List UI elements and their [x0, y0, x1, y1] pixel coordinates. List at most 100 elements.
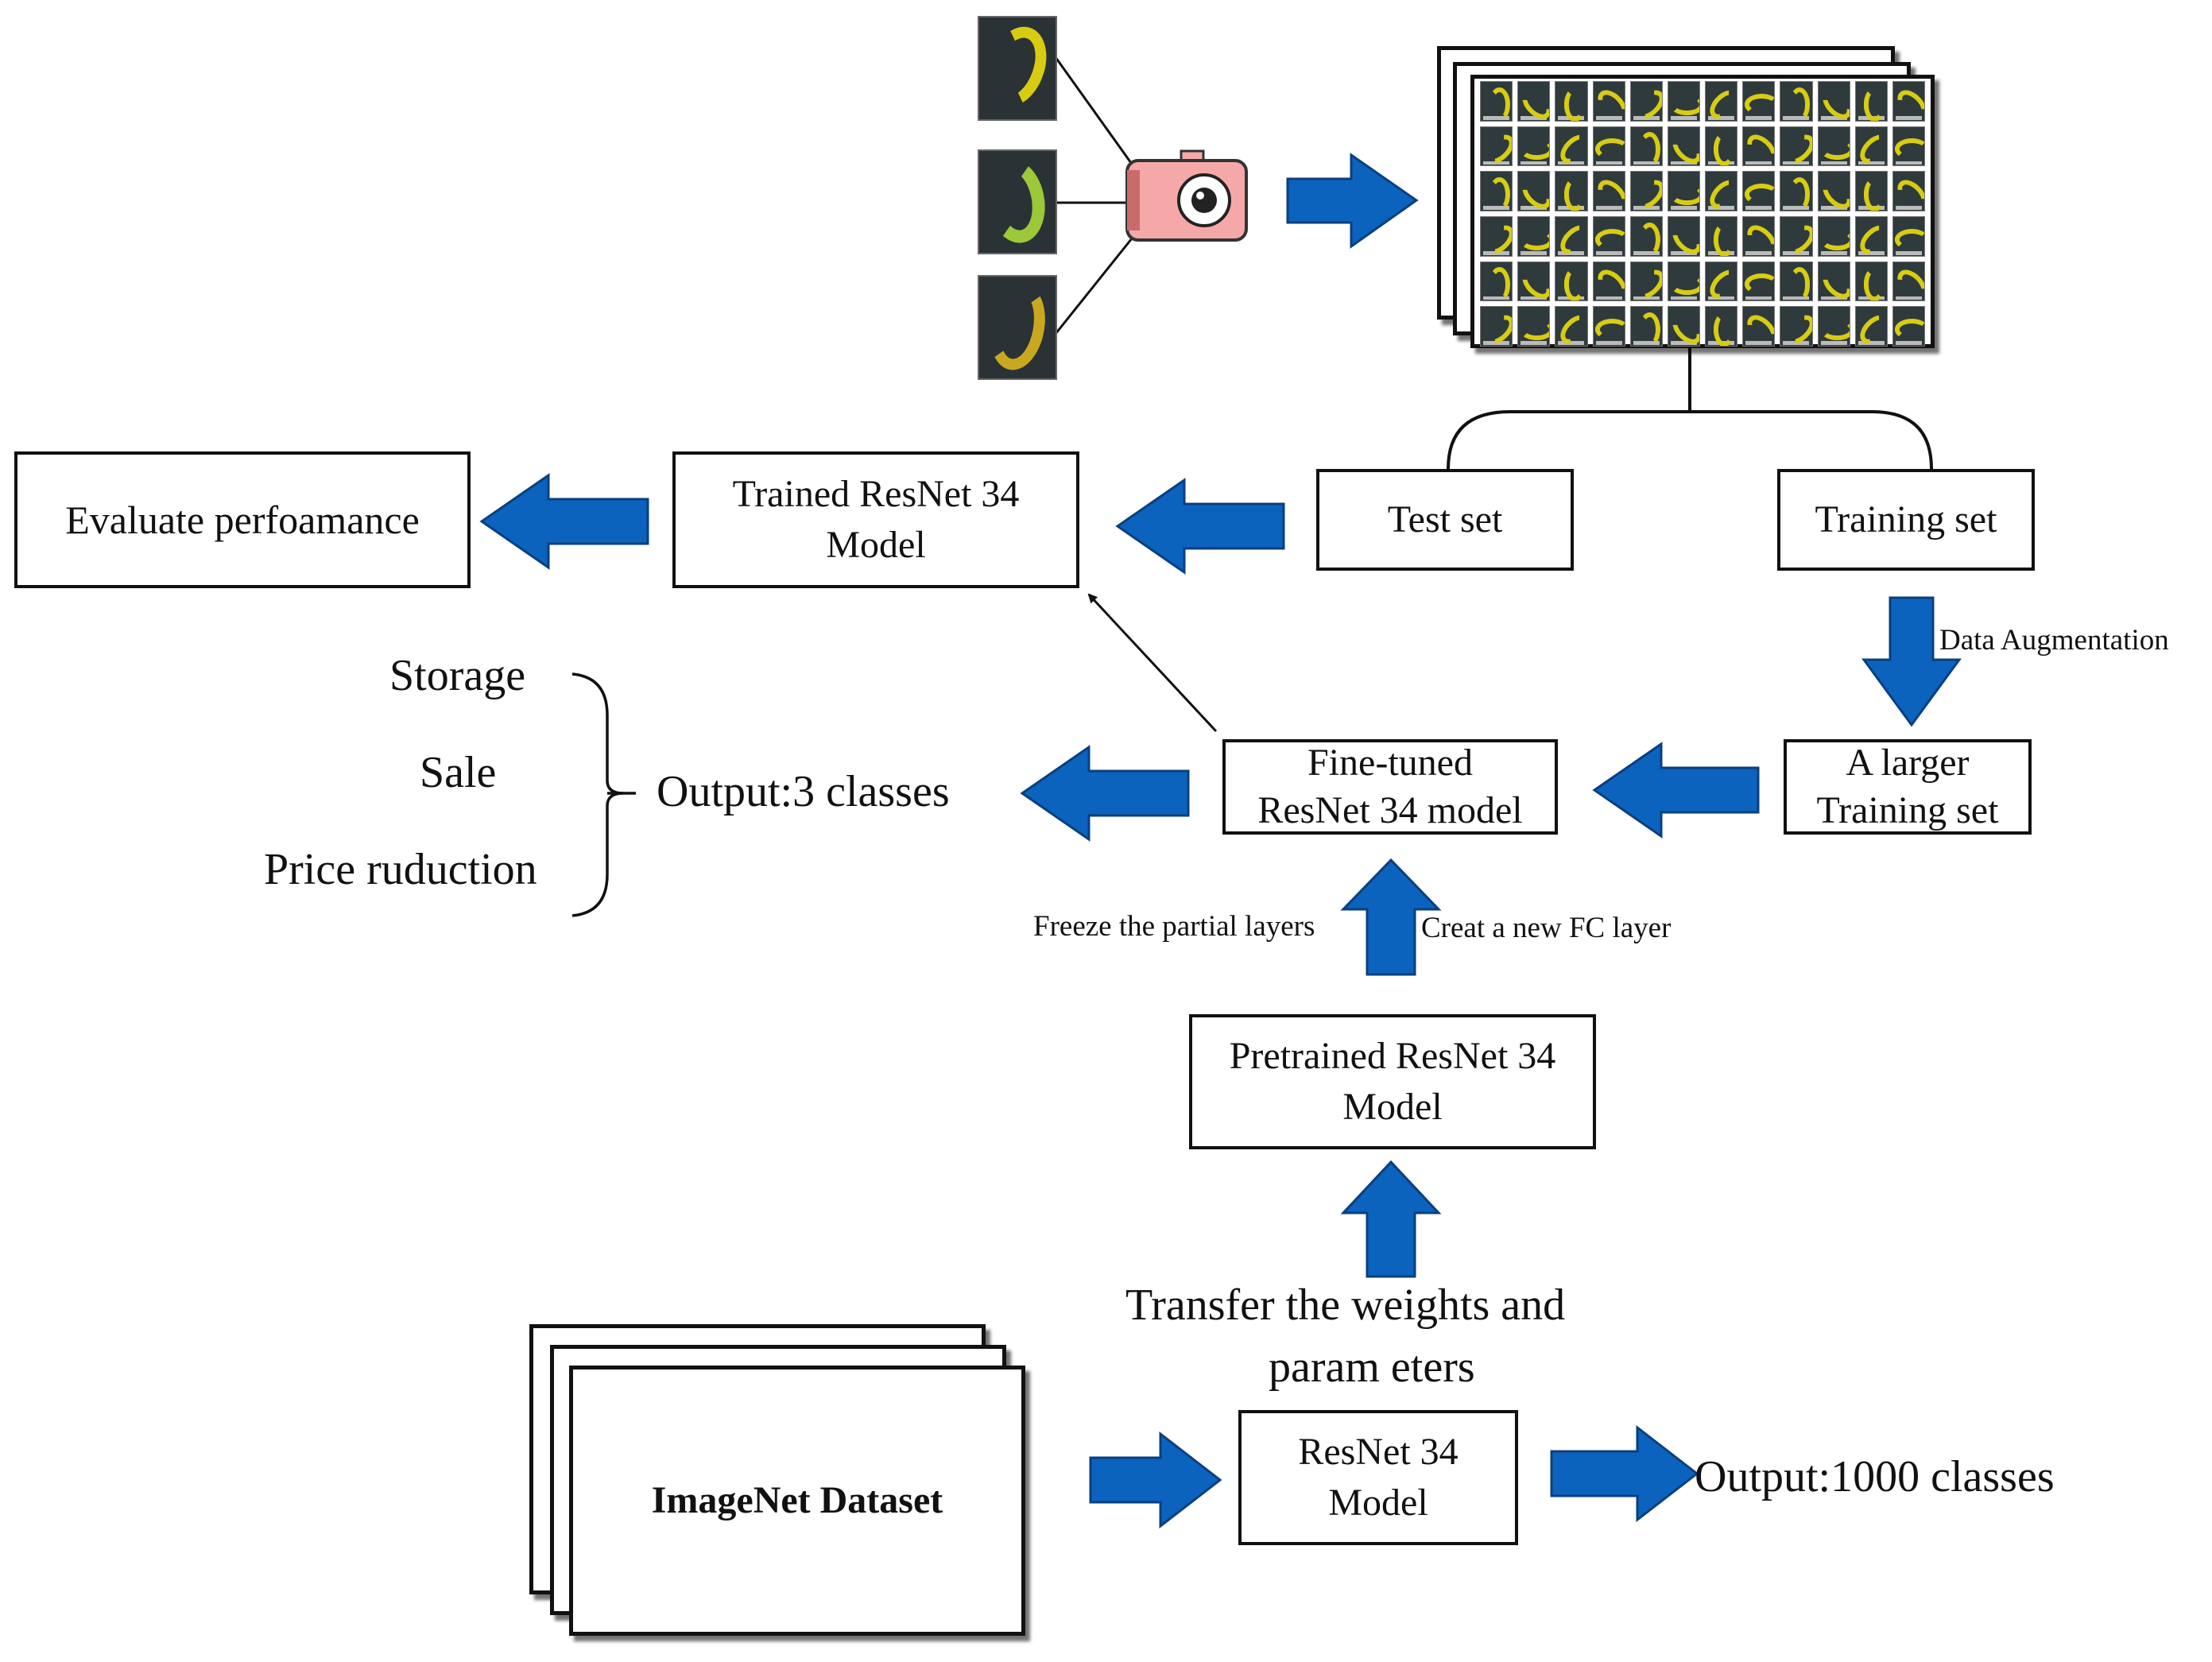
- thumbnail-caption: [1633, 206, 1660, 211]
- banana-thumbnail: [1705, 171, 1738, 211]
- banana-thumbnail: [1780, 171, 1813, 211]
- thumbnail-caption: [1521, 206, 1548, 211]
- pretrained-model-box: Pretrained ResNet 34 Model: [1189, 1014, 1596, 1149]
- thumbnail-caption: [1895, 341, 1922, 346]
- thumbnail-caption: [1595, 250, 1622, 255]
- banana-thumbnail: [1780, 216, 1813, 257]
- banana-thumbnail: [1480, 81, 1513, 122]
- thumbnail-caption: [1783, 115, 1810, 120]
- thumbnail-caption: [1858, 206, 1885, 211]
- banana-thumbnail: [1480, 171, 1513, 211]
- banana-photo-icon: [979, 18, 1056, 115]
- thumbnail-caption: [1820, 206, 1847, 211]
- banana-thumbnail: [1854, 81, 1888, 122]
- resnet-label-line2: Model: [1328, 1482, 1428, 1524]
- thumbnail-caption: [1558, 115, 1585, 120]
- thumbnail-caption: [1745, 296, 1772, 300]
- banana-photo-ripe: [978, 275, 1057, 380]
- thumbnail-caption: [1745, 341, 1772, 346]
- imagenet-dataset-box: ImageNet Dataset: [569, 1366, 1025, 1636]
- banana-thumbnail: [1667, 81, 1700, 122]
- banana-thumbnail: [1892, 261, 1925, 302]
- thumbnail-caption: [1558, 296, 1585, 300]
- banana-thumbnail: [1854, 306, 1888, 347]
- thumbnail-caption: [1783, 296, 1810, 300]
- fine-tuned-label-line2: ResNet 34 model: [1257, 789, 1523, 831]
- resnet-to-output-arrow: [1550, 1424, 1699, 1523]
- split-connector: [1447, 348, 1933, 470]
- banana-thumbnail: [1592, 306, 1625, 347]
- thumbnail-caption: [1708, 296, 1735, 300]
- resnet-label-line1: ResNet 34: [1298, 1431, 1459, 1473]
- thumbnail-caption: [1595, 296, 1622, 300]
- banana-thumbnail: [1592, 126, 1625, 167]
- thumbnail-caption: [1483, 250, 1510, 255]
- test-set-box: Test set: [1316, 469, 1574, 571]
- banana-thumbnail: [1592, 171, 1625, 211]
- thumbnail-caption: [1633, 296, 1660, 300]
- banana-thumbnail: [1780, 81, 1813, 122]
- thumbnail-caption: [1483, 341, 1510, 346]
- banana-thumbnail: [1705, 126, 1738, 167]
- banana-thumbnail: [1817, 126, 1850, 167]
- thumbnail-caption: [1483, 115, 1510, 120]
- banana-thumbnail: [1629, 216, 1663, 257]
- thumbnail-caption: [1858, 250, 1885, 255]
- banana-thumbnail: [1629, 261, 1663, 302]
- thumbnail-caption: [1483, 206, 1510, 211]
- banana-thumbnail: [1817, 171, 1850, 211]
- thumbnail-caption: [1858, 341, 1885, 346]
- thumbnail-caption: [1670, 341, 1697, 346]
- create-fc-layer-label: Creat a new FC layer: [1421, 912, 1672, 944]
- resnet-model-box: ResNet 34 Model: [1238, 1410, 1518, 1545]
- output-3-classes: Output:3 classes: [657, 767, 950, 816]
- banana-thumbnail: [1555, 126, 1588, 167]
- larger-set-to-fine-tuned-arrow: [1592, 742, 1760, 839]
- thumbnail-caption: [1895, 206, 1922, 211]
- transfer-weights-line2: param eters: [1269, 1342, 1475, 1392]
- class-price-reduction: Price ruduction: [264, 845, 537, 894]
- thumbnail-caption: [1708, 206, 1735, 211]
- banana-thumbnail: [1555, 261, 1588, 302]
- thumbnail-caption: [1783, 341, 1810, 346]
- banana-thumbnail: [1817, 216, 1850, 257]
- banana-thumbnail: [1629, 126, 1663, 167]
- evaluate-performance-label: Evaluate perfoamance: [65, 498, 420, 542]
- banana-thumbnail: [1780, 126, 1813, 167]
- banana-thumbnail: [1480, 126, 1513, 167]
- banana-thumbnail: [1705, 261, 1738, 302]
- thumbnail-caption: [1633, 115, 1660, 120]
- thumbnail-caption: [1745, 206, 1772, 211]
- banana-thumbnail: [1667, 126, 1700, 167]
- pretrained-to-fine-tuned-arrow: [1340, 858, 1442, 976]
- thumbnail-caption: [1595, 341, 1622, 346]
- thumbnail-caption: [1708, 341, 1735, 346]
- banana-thumbnail: [1742, 261, 1776, 302]
- thumbnail-caption: [1895, 161, 1922, 165]
- pretrained-label-line2: Model: [1342, 1086, 1443, 1128]
- thumbnail-caption: [1708, 115, 1735, 120]
- thumbnail-caption: [1783, 206, 1810, 211]
- imagenet-to-resnet-arrow: [1089, 1431, 1222, 1529]
- banana-thumbnail: [1817, 306, 1850, 347]
- evaluate-performance-box: Evaluate perfoamance: [14, 451, 471, 588]
- thumbnail-caption: [1521, 341, 1548, 346]
- banana-thumbnail: [1592, 216, 1625, 257]
- banana-thumbnail: [1517, 306, 1551, 347]
- thumbnail-caption: [1820, 341, 1847, 346]
- thumbnail-caption: [1558, 250, 1585, 255]
- banana-thumbnail: [1705, 306, 1738, 347]
- banana-thumbnail: [1592, 261, 1625, 302]
- banana-thumbnail: [1555, 171, 1588, 211]
- trained-model-label-line1: Trained ResNet 34: [732, 473, 1020, 515]
- thumbnail-caption: [1708, 250, 1735, 255]
- banana-photo-icon: [980, 154, 1052, 248]
- transfer-to-pretrained-arrow: [1340, 1160, 1442, 1278]
- thumbnail-caption: [1633, 250, 1660, 255]
- thumbnail-caption: [1595, 206, 1622, 211]
- thumbnail-caption: [1858, 115, 1885, 120]
- fine-tuned-to-trained-line: [1087, 593, 1218, 733]
- banana-thumbnail: [1854, 216, 1888, 257]
- transfer-weights-line1: Transfer the weights and: [1125, 1280, 1566, 1330]
